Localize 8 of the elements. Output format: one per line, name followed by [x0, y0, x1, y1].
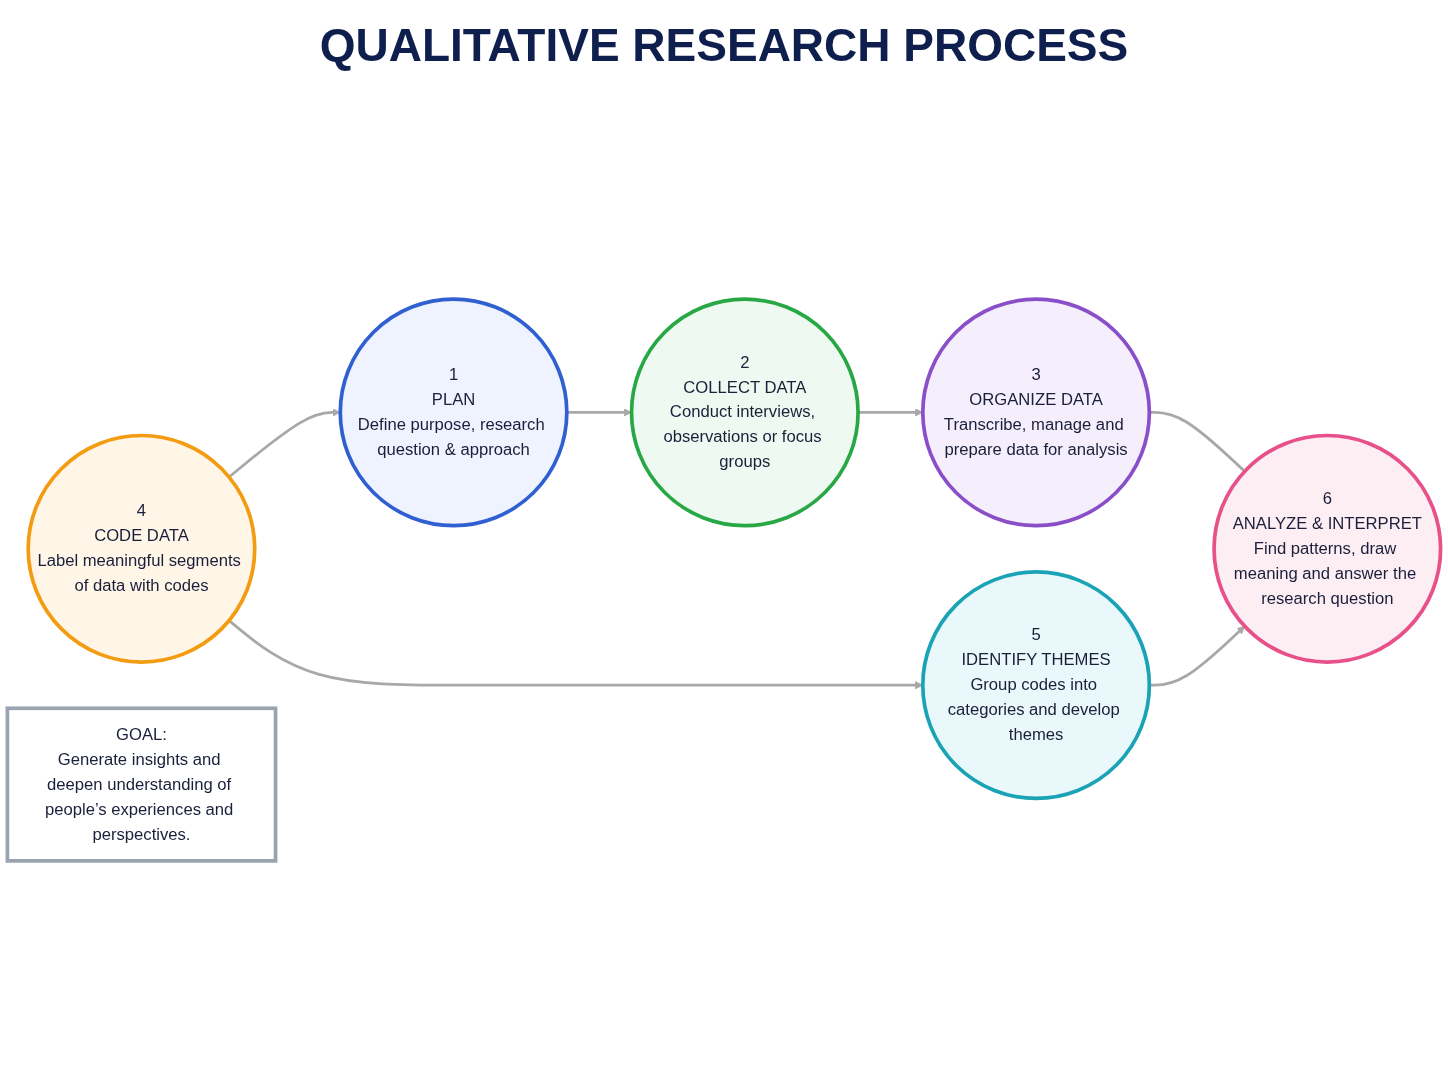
node-circle: 3 ORGANIZE DATA Transcribe, manage and prepare data for analysis: [920, 297, 1152, 528]
node-circle: 6 ANALYZE & INTERPRET Find patterns, draw meaning and answer the research question: [1212, 433, 1443, 664]
node-circle: 4 CODE DATA Label meaningful segments of data with codes: [26, 433, 257, 664]
node-box: GOAL: Generate insights and deepen understanding of people’s experiences and perspectives.: [5, 706, 278, 863]
node-circle: 5 IDENTIFY THEMES Group codes into categories and develop themes: [920, 570, 1152, 801]
node-circle: 2 COLLECT DATA Conduct interviews, observations or focus groups: [629, 297, 860, 528]
diagram-title: QUALITATIVE RESEARCH PROCESS: [318, 18, 1130, 73]
node-circle: 1 PLAN Define purpose, research question & approach: [338, 297, 569, 528]
